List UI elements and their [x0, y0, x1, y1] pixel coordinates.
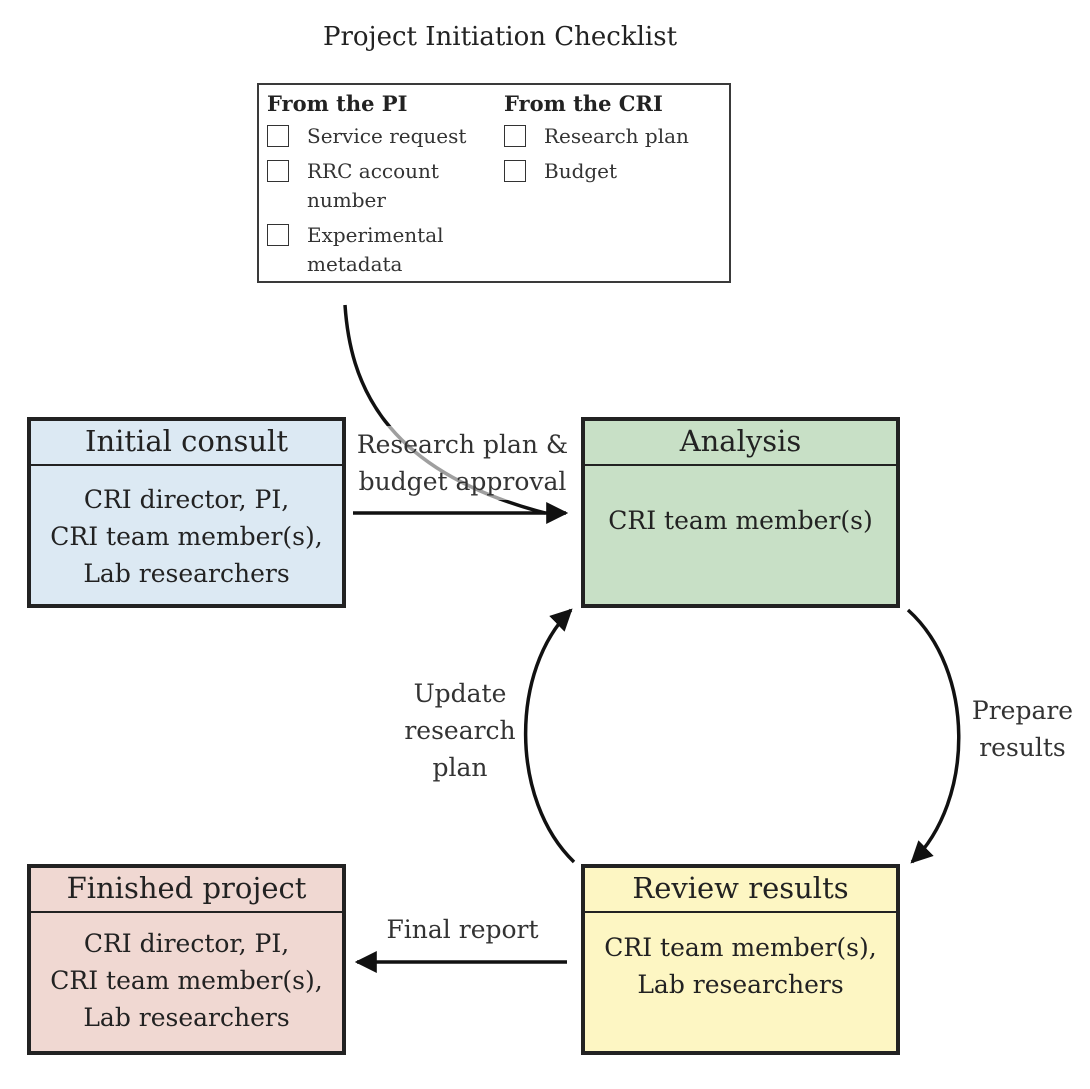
checklist-item-label: Research plan [544, 124, 689, 148]
finished-project-box: Finished project CRI director, PI, CRI t… [27, 864, 346, 1055]
initial-consult-title: Initial consult [31, 421, 342, 466]
prepare-results-label: Prepare results [971, 696, 1074, 762]
finished-project-title: Finished project [31, 868, 342, 913]
analysis-participants: CRI team member(s) [608, 506, 873, 535]
analysis-box: Analysis CRI team member(s) [581, 417, 900, 608]
review-results-participants: CRI team member(s), Lab researchers [604, 933, 877, 999]
checkbox[interactable] [504, 125, 526, 147]
project-initiation-checklist: From the PI Service request RRC account … [257, 83, 731, 283]
checklist-item: Experimental metadata [267, 221, 497, 279]
checklist-item-label: Experimental metadata [307, 223, 444, 276]
checklist-item-label: Budget [544, 159, 618, 183]
final-report-label: Final report [386, 915, 539, 944]
research-plan-approval-label: Research plan & budget approval [355, 426, 570, 500]
checkbox[interactable] [504, 160, 526, 182]
diagram-title: Project Initiation Checklist [322, 22, 678, 52]
review-results-box: Review results CRI team member(s), Lab r… [581, 864, 900, 1055]
analysis-title: Analysis [585, 421, 896, 466]
checklist-item: RRC account number [267, 157, 497, 215]
checklist-column-cri: From the CRI Research plan Budget [504, 91, 724, 192]
checkbox[interactable] [267, 160, 289, 182]
update-plan-arrow [523, 608, 576, 864]
update-research-plan-label: Update research plan [404, 679, 516, 782]
prepare-results-arrow [906, 608, 961, 864]
initial-consult-participants: CRI director, PI, CRI team member(s), La… [50, 485, 323, 588]
checklist-item: Research plan [504, 122, 724, 151]
checklist-item: Service request [267, 122, 497, 151]
checklist-item-label: RRC account number [307, 159, 439, 212]
initial-consult-box: Initial consult CRI director, PI, CRI te… [27, 417, 346, 608]
checklist-heading-cri: From the CRI [504, 91, 663, 116]
checkbox[interactable] [267, 224, 289, 246]
checkbox[interactable] [267, 125, 289, 147]
checklist-item-label: Service request [307, 124, 467, 148]
review-results-title: Review results [585, 868, 896, 913]
checklist-column-pi: From the PI Service request RRC account … [267, 91, 497, 285]
finished-project-participants: CRI director, PI, CRI team member(s), La… [50, 929, 323, 1032]
checklist-item: Budget [504, 157, 724, 186]
checklist-heading-pi: From the PI [267, 91, 408, 116]
